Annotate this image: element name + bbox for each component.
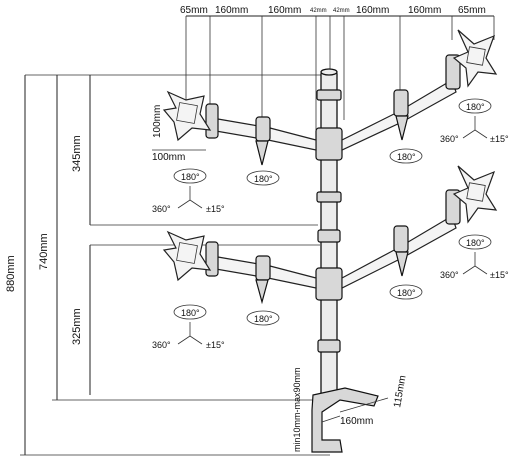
dim-top-8: 65mm — [458, 5, 486, 16]
rotation-arrow-icon: 180° — [246, 170, 280, 186]
rotation-badges: 180° 180° 180° 180° 180° 180° 180° 180° — [173, 98, 492, 326]
rotation-arrow-icon: 180° — [389, 148, 423, 164]
upper-right-vesa-plate — [452, 29, 498, 88]
clamp-depth-label: 160mm — [340, 416, 373, 427]
rotate-label-3: 180° — [397, 152, 416, 162]
tilt-label-3: ±15° — [490, 270, 509, 280]
swivel-label-3: 360° — [440, 270, 459, 280]
dim-top-5: 42mm — [333, 8, 350, 14]
rotation-arrow-icon: 180° — [458, 234, 492, 250]
lower-left-vesa-plate — [162, 230, 212, 282]
rotate-label-2: 180° — [254, 174, 273, 184]
dim-top-7: 160mm — [408, 5, 441, 16]
upper-left-arm — [205, 103, 317, 166]
swivel-label-2: 360° — [440, 134, 459, 144]
rotation-arrow-icon: 180° — [173, 168, 207, 184]
rotation-arrow-icon: 180° — [458, 98, 492, 114]
upper-right-arm — [341, 54, 461, 151]
lower-right-vesa-plate — [452, 165, 498, 224]
dim-top-6: 160mm — [356, 5, 389, 16]
tilt-cross-icon: 360° ±15° — [152, 322, 225, 350]
dim-top-2: 160mm — [215, 5, 248, 16]
tilt-cross-icon: 360° ±15° — [440, 252, 509, 280]
lower-tier-spacing-label: 325mm — [71, 308, 83, 345]
clamp-range-label: min10mm-max90mm — [292, 367, 302, 452]
rotate-label-8: 180° — [254, 314, 273, 324]
vesa-width-label: 100mm — [152, 152, 185, 163]
rotate-label-4: 180° — [466, 102, 485, 112]
tilt-label-1: ±15° — [206, 204, 225, 214]
lower-left-arm — [205, 241, 317, 305]
vesa-height-label: 100mm — [152, 105, 163, 138]
upper-tier-spacing-label: 345mm — [71, 135, 83, 172]
tilt-label-4: ±15° — [206, 340, 225, 350]
rotation-arrow-icon: 180° — [246, 310, 280, 326]
tilt-label-2: ±15° — [490, 134, 509, 144]
tilt-cross-icon: 360° ±15° — [440, 116, 509, 144]
swivel-label-4: 360° — [152, 340, 171, 350]
rotate-label-6: 180° — [397, 288, 416, 298]
center-pole — [315, 68, 343, 398]
tilt-cross-icon: 360° ±15° — [152, 186, 225, 214]
rotate-label-1: 180° — [181, 172, 200, 182]
clamp-height-label: 115mm — [392, 374, 408, 408]
left-dimension-lines: 880mm 740mm 345mm 325mm — [5, 74, 330, 456]
swivel-label-1: 360° — [152, 204, 171, 214]
overall-height-label: 880mm — [5, 255, 17, 292]
upper-left-vesa-plate — [162, 90, 212, 142]
rotation-arrow-icon: 180° — [389, 284, 423, 300]
upper-height-label: 740mm — [38, 233, 50, 270]
rotate-label-5: 180° — [466, 238, 485, 248]
dim-top-4: 42mm — [310, 8, 327, 14]
dim-top-1: 65mm — [180, 5, 208, 16]
rotate-label-7: 180° — [181, 308, 200, 318]
lower-right-arm — [341, 189, 461, 289]
top-dimension-line: 65mm 160mm 160mm 42mm 42mm 160mm 160mm 6… — [180, 5, 495, 130]
desk-clamp: min10mm-max90mm 160mm 115mm — [292, 367, 409, 453]
dim-top-3: 160mm — [268, 5, 301, 16]
rotation-arrow-icon: 180° — [173, 304, 207, 320]
